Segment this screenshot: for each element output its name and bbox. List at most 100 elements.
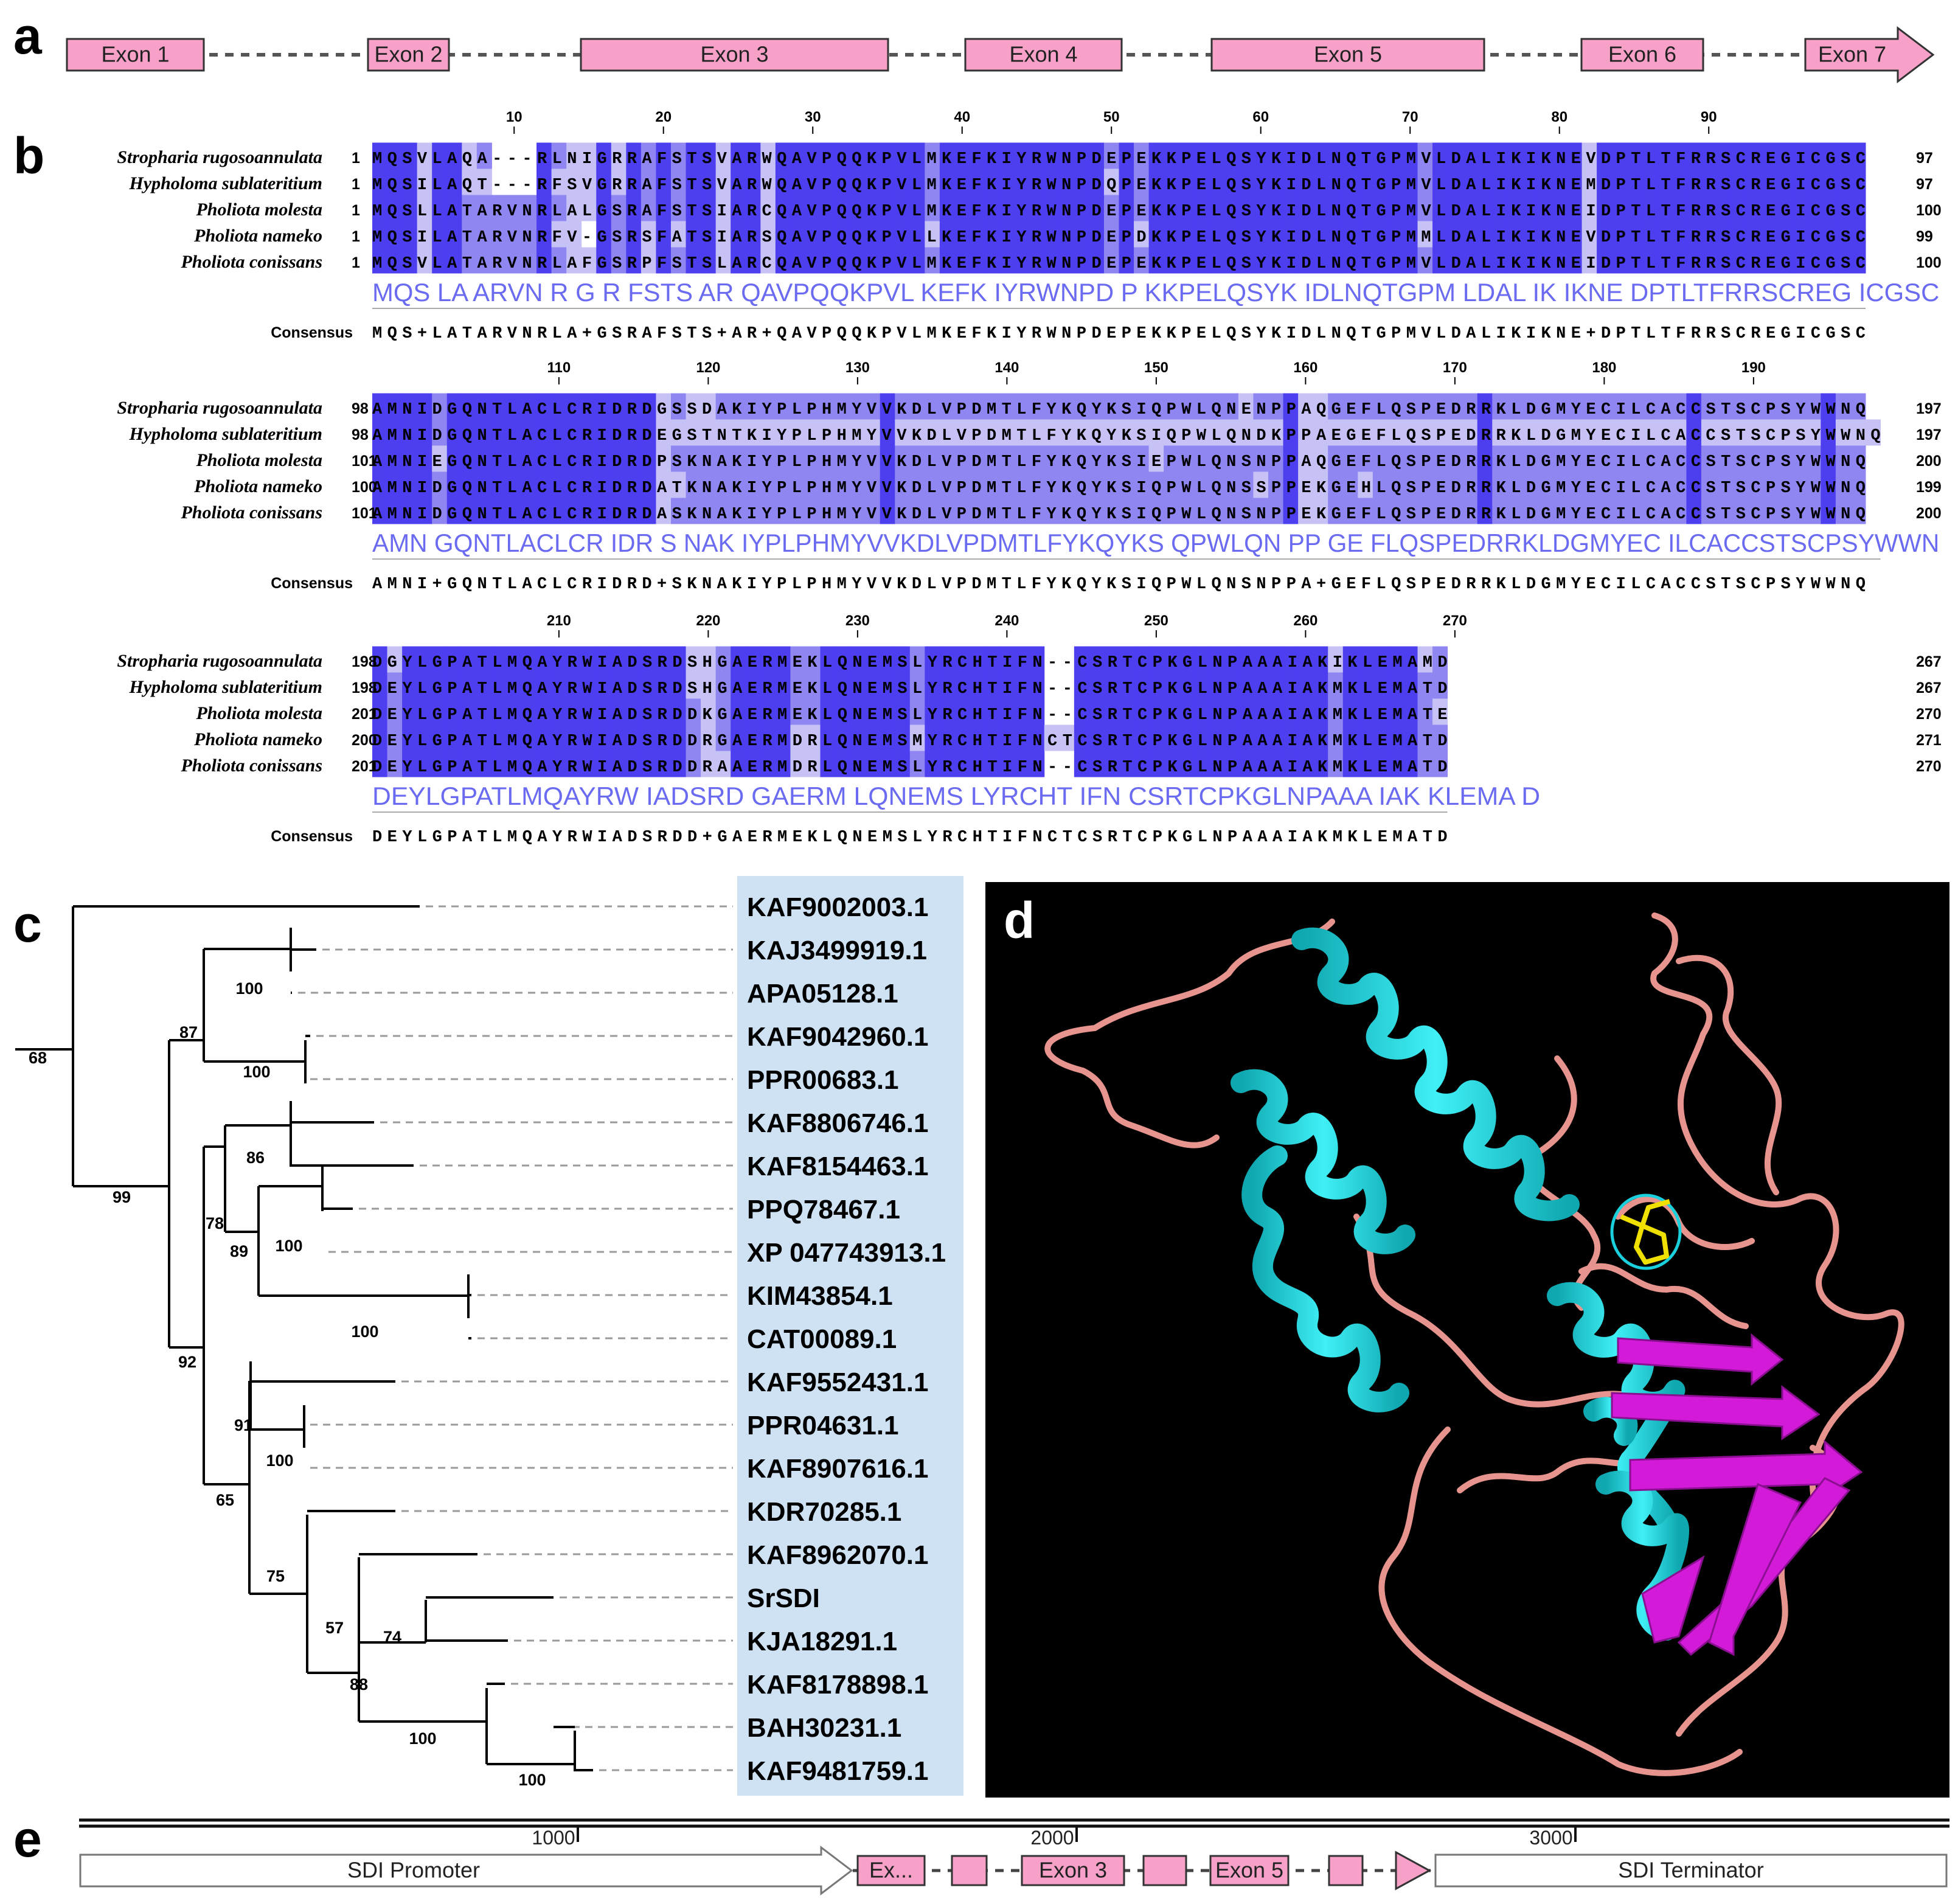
residue-cell xyxy=(656,698,672,725)
residue-cell xyxy=(850,698,866,725)
panel-d-label: d xyxy=(1004,892,1035,949)
residue-cell xyxy=(402,445,418,472)
residue-cell xyxy=(895,221,911,248)
residue-cell xyxy=(1074,471,1089,498)
residue-cell xyxy=(1283,751,1299,777)
residue-cell xyxy=(1059,471,1075,498)
residue-cell xyxy=(1626,419,1642,446)
residue-cell xyxy=(686,672,701,699)
residue-cell xyxy=(1835,169,1851,195)
row-end-number: 197 xyxy=(1916,426,1942,443)
residue-cell xyxy=(954,672,970,699)
residue-cell xyxy=(1313,724,1328,751)
residue-cell xyxy=(850,142,866,169)
residue-cell xyxy=(1044,471,1060,498)
residue-cell xyxy=(760,169,776,195)
residue-cell xyxy=(939,698,955,725)
residue-cell xyxy=(984,646,1000,673)
residue-cell xyxy=(835,419,851,446)
residue-cell xyxy=(1746,169,1762,195)
residue-cell xyxy=(895,393,911,420)
residue-cell xyxy=(1253,419,1269,446)
residue-cell xyxy=(476,498,492,524)
residue-cell xyxy=(939,498,955,524)
residue-cell xyxy=(1134,751,1150,777)
residue-cell xyxy=(1372,751,1388,777)
residue-cell xyxy=(402,471,418,498)
residue-cell xyxy=(387,498,403,524)
residue-cell xyxy=(1268,169,1284,195)
residue-cell xyxy=(1805,247,1821,274)
residue-cell xyxy=(1731,445,1747,472)
residue-cell xyxy=(446,698,462,725)
residue-cell xyxy=(1656,142,1672,169)
residue-cell xyxy=(1193,698,1209,725)
residue-cell xyxy=(1178,247,1194,274)
residue-cell xyxy=(970,445,985,472)
residue-cell xyxy=(1597,419,1613,446)
residue-cell xyxy=(1164,169,1179,195)
residue-cell xyxy=(1522,393,1538,420)
bootstrap-value: 88 xyxy=(350,1675,368,1694)
residue-cell xyxy=(1656,247,1672,274)
residue-cell xyxy=(462,195,477,221)
residue-cell xyxy=(701,751,717,777)
alignment-tick: 90 xyxy=(1701,109,1717,125)
residue-cell xyxy=(1238,221,1254,248)
leaf-label: KAF8907616.1 xyxy=(747,1454,928,1484)
residue-cell xyxy=(1850,195,1866,221)
residue-cell xyxy=(521,698,537,725)
residue-cell xyxy=(1313,646,1328,673)
residue-cell xyxy=(1074,498,1089,524)
residue-cell xyxy=(387,419,403,446)
consensus-label: Consensus xyxy=(271,575,353,592)
residue-cell xyxy=(1731,247,1747,274)
residue-cell xyxy=(417,724,432,751)
residue-cell xyxy=(1119,646,1134,673)
residue-cell xyxy=(462,646,477,673)
bootstrap-value: 100 xyxy=(351,1322,378,1341)
residue-cell xyxy=(1597,195,1613,221)
sequence-logo: MQS LA ARVN R G R FSTS AR QAVPQQKPVL KEF… xyxy=(372,278,1939,307)
residue-cell xyxy=(970,419,985,446)
residue-cell xyxy=(387,751,403,777)
residue-cell xyxy=(1223,195,1239,221)
residue-cell xyxy=(551,672,567,699)
residue-cell xyxy=(880,142,895,169)
species-name: Pholiota conissans xyxy=(180,756,322,776)
residue-cell xyxy=(1208,698,1224,725)
residue-cell xyxy=(432,751,448,777)
residue-cell xyxy=(446,247,462,274)
residue-cell xyxy=(372,698,388,725)
residue-cell xyxy=(1134,646,1150,673)
residue-cell xyxy=(1328,142,1344,169)
row-end-number: 271 xyxy=(1916,732,1942,749)
residue-cell xyxy=(1821,445,1836,472)
residue-cell xyxy=(1119,672,1134,699)
residue-cell xyxy=(1835,445,1851,472)
residue-cell xyxy=(1835,142,1851,169)
ruler-tick-label: 3000 xyxy=(1529,1827,1572,1849)
row-start-number: 98 xyxy=(352,426,369,443)
residue-cell xyxy=(865,498,881,524)
residue-cell xyxy=(671,419,687,446)
residue-cell xyxy=(417,672,432,699)
promoter-label: SDI Promoter xyxy=(347,1858,480,1883)
residue-cell xyxy=(1567,419,1583,446)
residue-cell xyxy=(372,751,388,777)
residue-cell xyxy=(641,672,656,699)
residue-cell xyxy=(1536,142,1552,169)
residue-cell xyxy=(909,471,925,498)
residue-cell xyxy=(805,751,821,777)
residue-cell xyxy=(1223,393,1239,420)
residue-cell xyxy=(701,445,717,472)
residue-cell xyxy=(1492,471,1508,498)
promoter-arrow xyxy=(79,1845,853,1896)
exon-box xyxy=(951,1855,988,1886)
exon-arrow xyxy=(1804,26,1935,84)
residue-cell xyxy=(805,471,821,498)
residue-cell xyxy=(1850,471,1866,498)
residue-cell xyxy=(1223,221,1239,248)
residue-cell xyxy=(1253,646,1269,673)
residue-cell xyxy=(1522,169,1538,195)
